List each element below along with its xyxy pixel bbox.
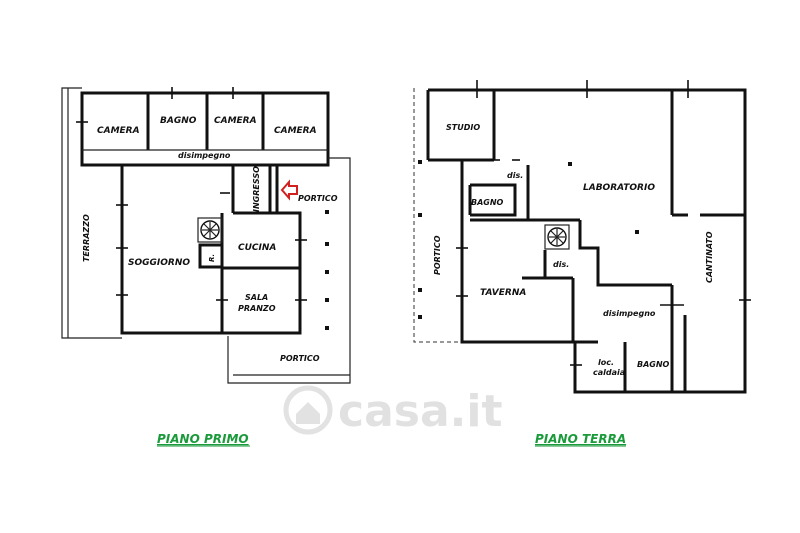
room-bagno: BAGNO [160,116,197,126]
room-portico-ground: PORTICO [433,235,442,275]
room-ingresso: INGRESSO [252,166,261,212]
room-terrazzo: TERRAZZO [82,214,91,262]
room-disimpegno: disimpegno [178,151,231,160]
first-floor-plan: CAMERA BAGNO CAMERA CAMERA disimpegno IN… [61,87,351,384]
room-bagno-ground: BAGNO [471,198,504,207]
room-soggiorno: SOGGIORNO [128,258,190,268]
room-ripostiglio: R. [208,254,216,262]
room-dis-1: dis. [507,171,523,180]
room-taverna: TAVERNA [480,288,526,298]
room-laboratorio: LABORATORIO [583,183,655,193]
ground-floor-plan: STUDIO dis. LABORATORIO BAGNO PORTICO CA… [413,80,751,394]
room-camera-3: CAMERA [274,126,317,136]
room-cantinato: CANTINATO [705,231,714,283]
room-sala: SALA [245,293,268,302]
watermark-logo: casa.it [283,385,502,437]
room-camera-1: CAMERA [97,126,140,136]
entrance-arrow-icon [280,179,298,201]
room-cucina: CUCINA [238,243,276,253]
title-piano-terra: PIANO TERRA [535,432,626,446]
room-studio: STUDIO [446,123,480,132]
room-portico-bottom: PORTICO [280,354,320,363]
room-caldaia: caldaia [593,368,625,377]
room-bagno-2: BAGNO [637,360,670,369]
room-pranzo: PRANZO [238,304,276,313]
room-dis-2: dis. [553,260,569,269]
room-loc: loc. [598,358,614,367]
title-piano-primo: PIANO PRIMO [157,432,249,446]
watermark-text: casa.it [338,386,502,437]
room-camera-2: CAMERA [214,116,257,126]
room-portico-right: PORTICO [298,194,338,203]
room-disimpegno-ground: disimpegno [603,309,656,318]
